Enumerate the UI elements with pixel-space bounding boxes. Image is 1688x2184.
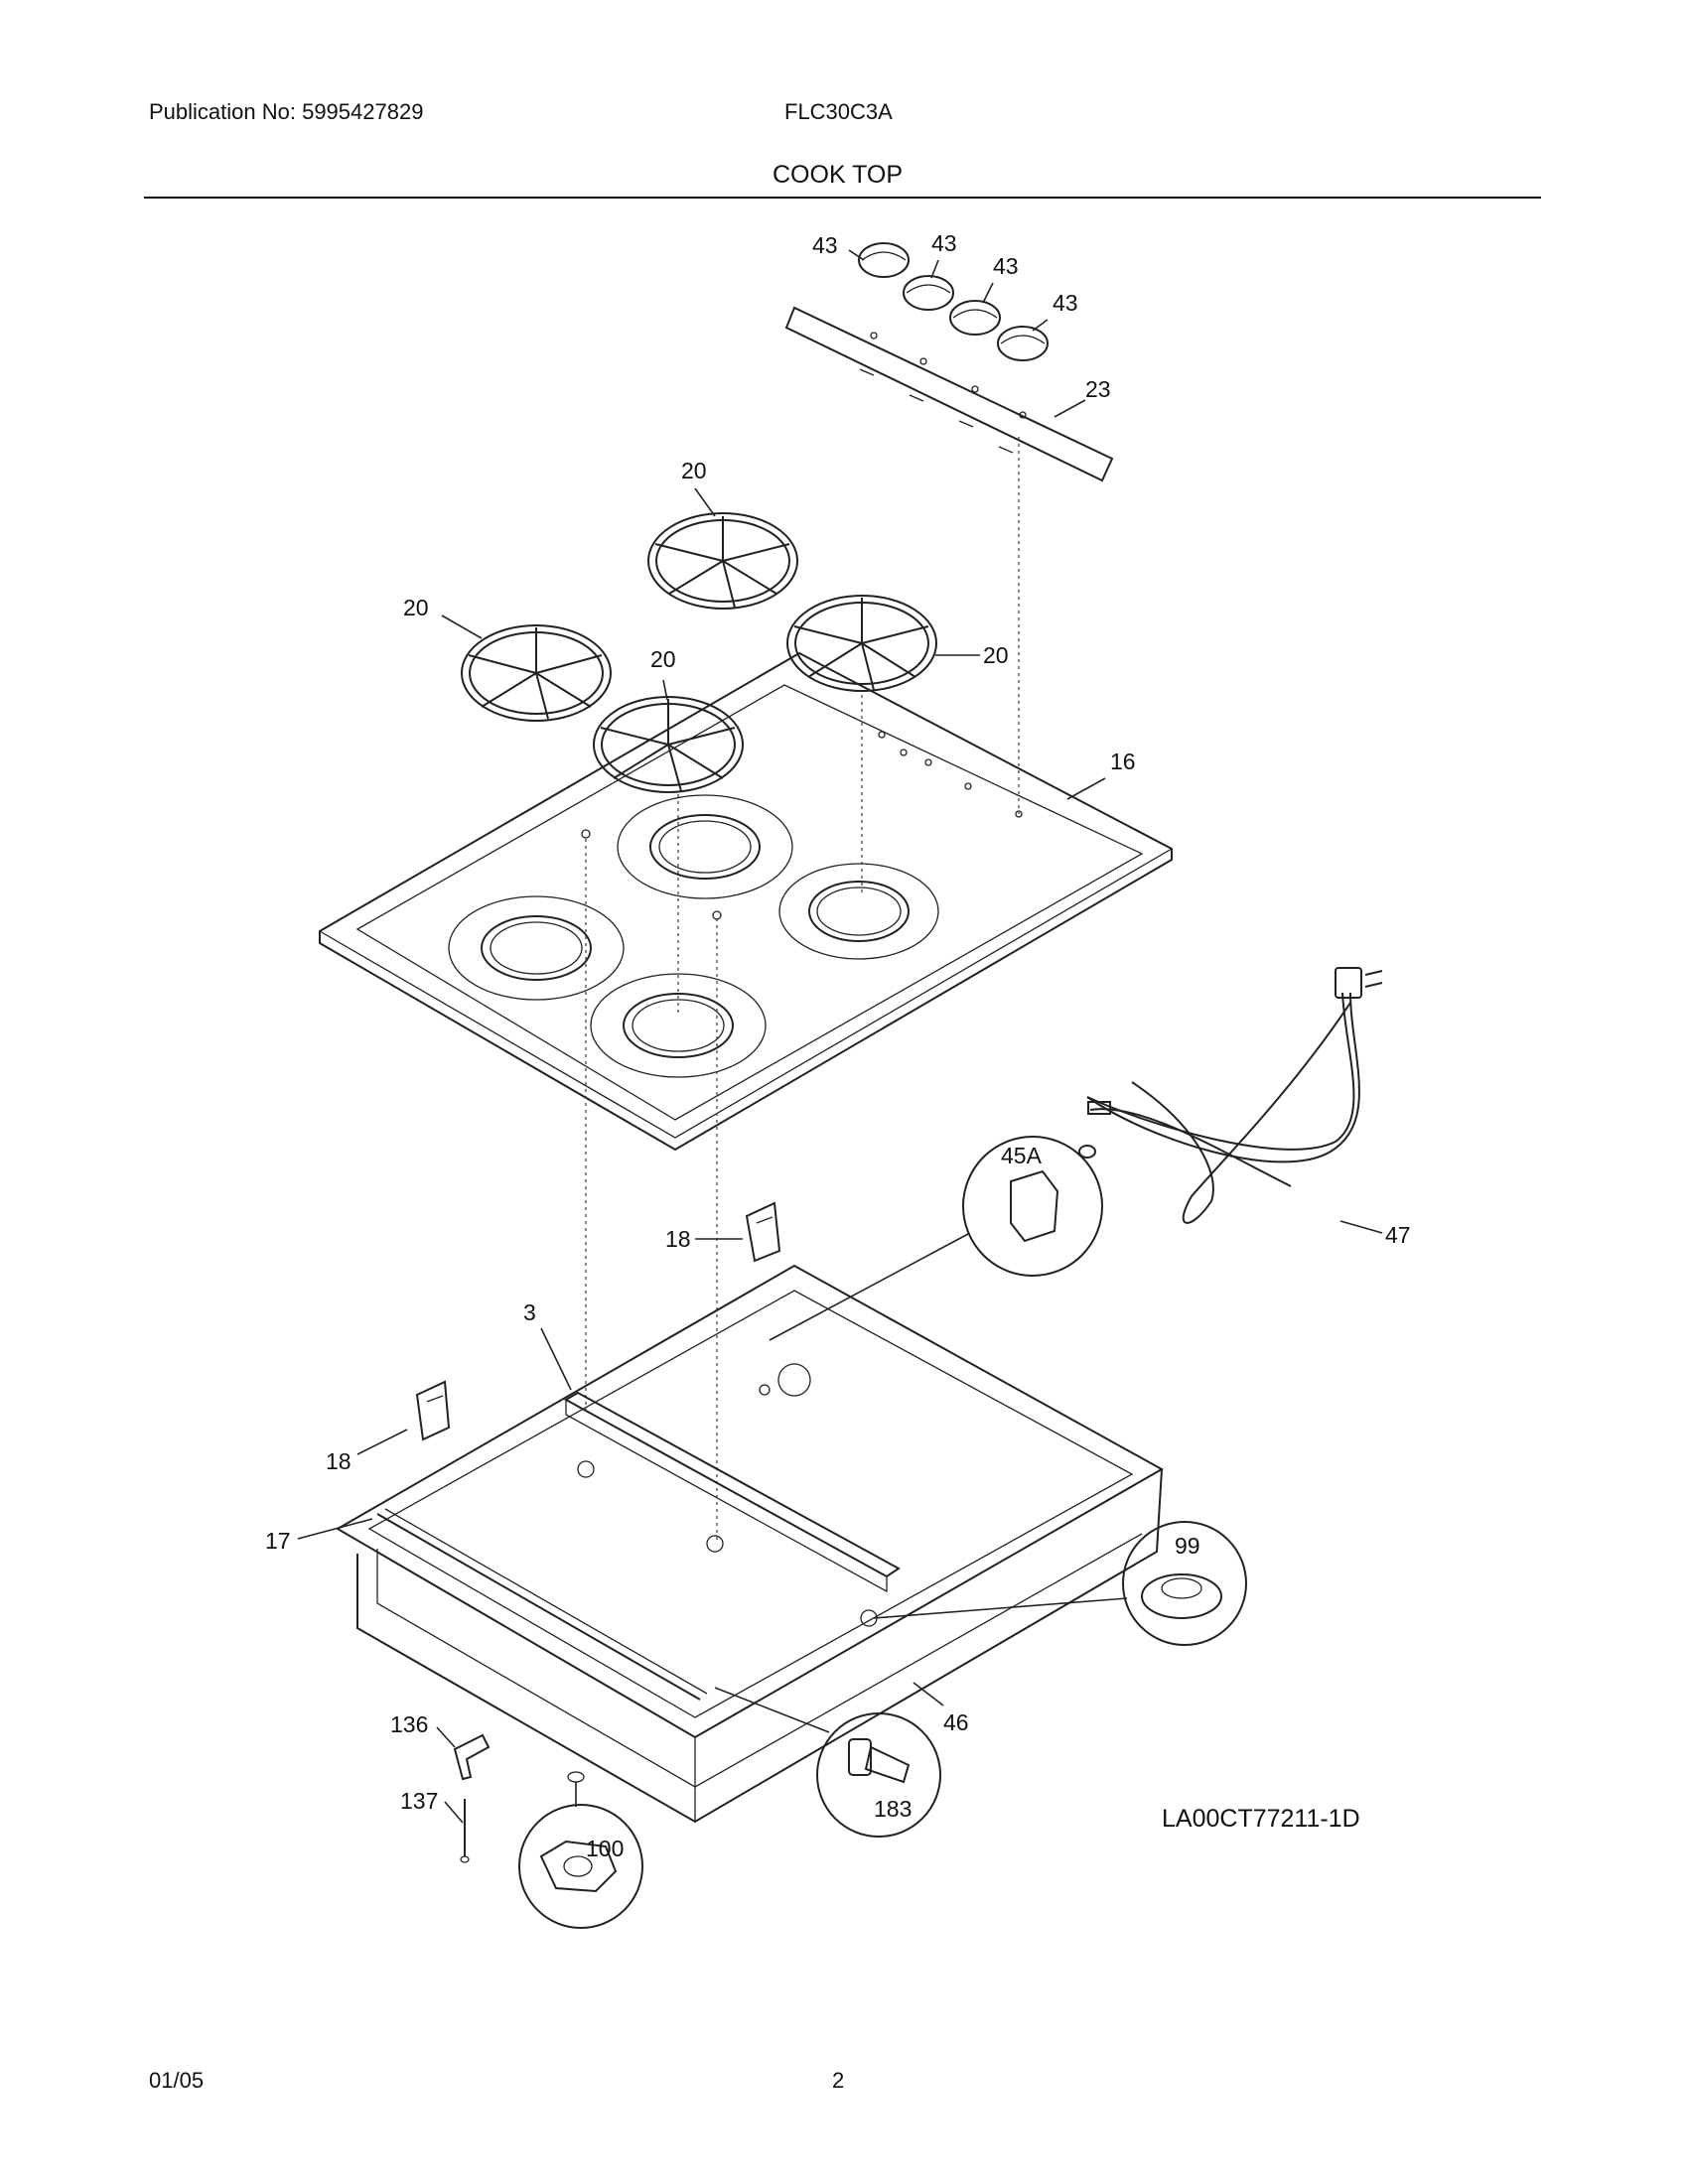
callout-power-cord: 47 bbox=[1385, 1222, 1411, 1248]
knob-2 bbox=[903, 275, 954, 311]
power-cord bbox=[1078, 967, 1383, 1224]
bracket-lower bbox=[415, 1380, 451, 1441]
leader-lines bbox=[297, 249, 1383, 1824]
control-knobs bbox=[858, 242, 1049, 361]
callout-grate-back: 20 bbox=[681, 458, 707, 483]
control-panel bbox=[784, 306, 1114, 482]
detail-100 bbox=[518, 1771, 643, 1929]
alignment-lines bbox=[585, 437, 1020, 1544]
bracket-upper bbox=[745, 1201, 781, 1263]
detail-183 bbox=[714, 1687, 941, 1838]
knob-4 bbox=[997, 326, 1049, 361]
callout-grate-front: 20 bbox=[650, 646, 676, 672]
drawing-id: LA00CT77211-1D bbox=[1162, 1805, 1360, 1833]
burner-box bbox=[336, 1264, 1165, 1824]
grate-front bbox=[593, 696, 744, 793]
callout-burner-box: 46 bbox=[943, 1709, 969, 1735]
callout-knob-1: 43 bbox=[812, 232, 838, 258]
callout-knob-2: 43 bbox=[931, 230, 957, 256]
publication-date: 01/05 bbox=[149, 2068, 205, 2093]
callout-labels: 43 43 43 43 23 20 20 20 20 16 47 45A 18 … bbox=[265, 230, 1411, 1861]
callout-detail-183: 183 bbox=[874, 1796, 912, 1822]
knob-1 bbox=[858, 242, 910, 278]
callout-screw-137: 137 bbox=[400, 1788, 438, 1814]
callout-bracket-lower: 18 bbox=[326, 1448, 352, 1474]
callout-detail-45a: 45A bbox=[1001, 1143, 1043, 1168]
publication-number: Publication No: 5995427829 bbox=[149, 99, 424, 124]
callout-detail-99: 99 bbox=[1175, 1533, 1200, 1559]
knob-3 bbox=[949, 300, 1001, 336]
callout-detail-100: 100 bbox=[586, 1836, 624, 1861]
clip-136 bbox=[453, 1733, 491, 1781]
screw-137 bbox=[460, 1799, 470, 1863]
callout-grate-right: 20 bbox=[983, 642, 1009, 668]
callout-clip-136: 136 bbox=[390, 1711, 428, 1737]
section-title: COOK TOP bbox=[773, 161, 904, 189]
callout-crossbar: 3 bbox=[523, 1299, 536, 1325]
header-rule bbox=[144, 197, 1541, 199]
callout-panel: 23 bbox=[1085, 376, 1111, 402]
crossbar bbox=[563, 1391, 901, 1593]
grate-right bbox=[786, 595, 937, 692]
detail-99 bbox=[873, 1521, 1247, 1646]
detail-45a bbox=[769, 1136, 1103, 1341]
callout-grate-left: 20 bbox=[403, 595, 429, 620]
cooktop bbox=[319, 651, 1173, 1152]
callout-cooktop: 16 bbox=[1110, 749, 1136, 774]
callout-knob-4: 43 bbox=[1053, 290, 1078, 316]
page-number: 2 bbox=[832, 2068, 845, 2093]
grate-back bbox=[647, 512, 798, 610]
model-number: FLC30C3A bbox=[784, 99, 893, 124]
callout-frame: 17 bbox=[265, 1528, 291, 1554]
frame-rod bbox=[376, 1508, 708, 1701]
callout-bracket-upper: 18 bbox=[665, 1226, 691, 1252]
grate-left bbox=[461, 624, 612, 722]
callout-knob-3: 43 bbox=[993, 253, 1019, 279]
